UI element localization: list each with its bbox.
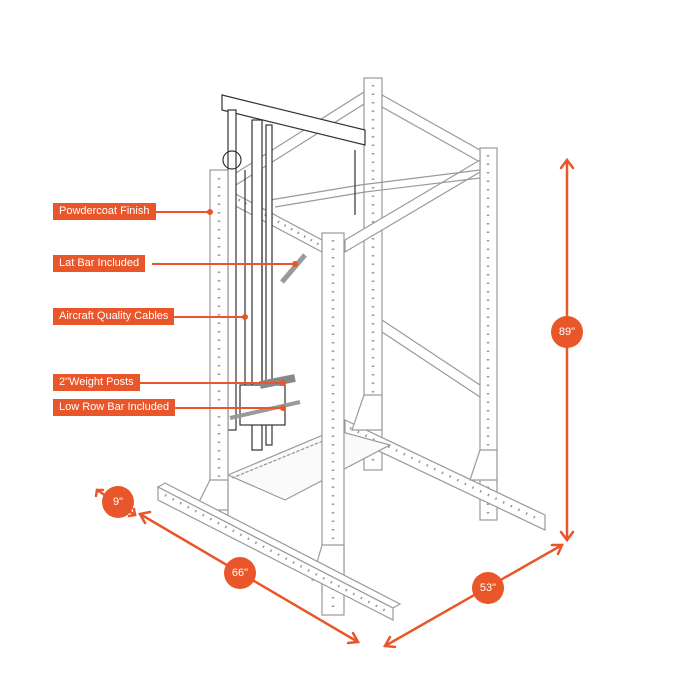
callout-aircraft-cables: Aircraft Quality Cables: [53, 308, 175, 325]
callout-lat-bar: Lat Bar Included: [53, 255, 146, 272]
dimension-height-badge: 89": [551, 316, 583, 348]
callout-low-row-bar: Low Row Bar Included: [53, 399, 176, 416]
callout-leaders: [140, 209, 298, 411]
rack-frame: [156, 77, 546, 621]
dimension-depth-badge: 66": [224, 557, 256, 589]
callout-weight-posts: 2"Weight Posts: [53, 374, 140, 391]
callout-powdercoat-finish: Powdercoat Finish: [53, 203, 156, 220]
dimension-foot-badge: 9": [102, 486, 134, 518]
dimension-width-badge: 53": [472, 572, 504, 604]
